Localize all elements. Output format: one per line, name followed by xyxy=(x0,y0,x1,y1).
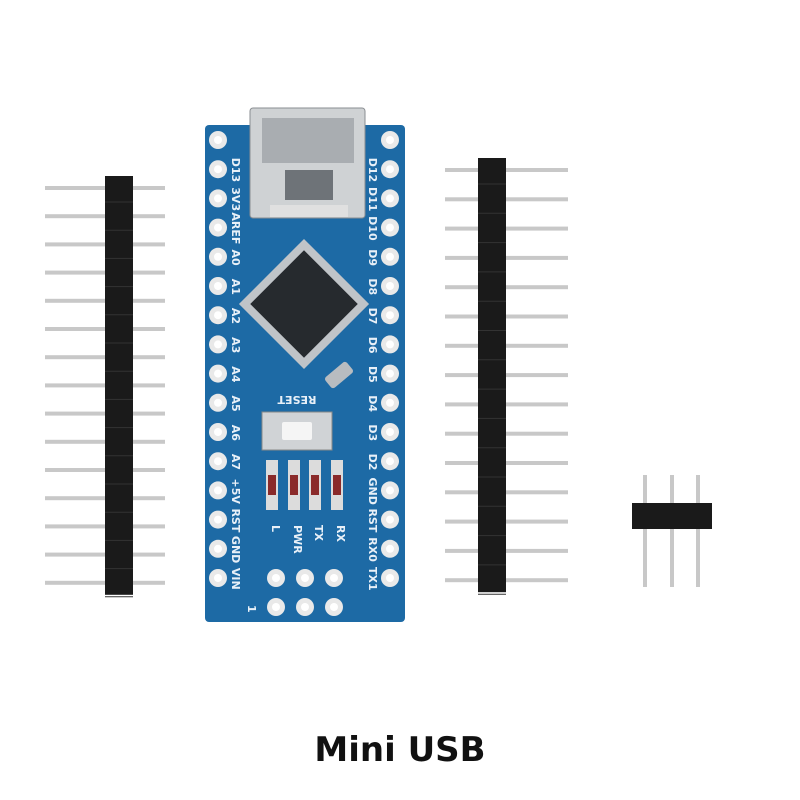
header-pin xyxy=(445,197,568,202)
header-body xyxy=(105,176,133,595)
header-pin xyxy=(445,314,568,319)
pin-label: A1 xyxy=(229,279,242,295)
pin-holes xyxy=(209,131,399,587)
pin-label: D5 xyxy=(366,366,379,383)
icsp-label: 1 xyxy=(245,605,258,613)
header-pin xyxy=(445,343,568,348)
header-pin xyxy=(445,431,568,436)
pin-label: D3 xyxy=(366,424,379,441)
header-pin xyxy=(445,578,568,583)
pin-label: D9 xyxy=(366,249,379,266)
pin-label: D10 xyxy=(366,216,379,241)
pin-label: RX0 xyxy=(366,537,379,562)
header-pin xyxy=(445,548,568,553)
header-pin xyxy=(445,285,568,290)
pin-label: +5V xyxy=(229,479,242,505)
pin-label: 3V3 xyxy=(229,187,242,211)
pin-label: GND xyxy=(366,478,379,505)
pin-label: A0 xyxy=(229,250,242,267)
header-pin xyxy=(445,373,568,378)
three-pin-header xyxy=(632,475,712,587)
header-pin xyxy=(445,461,568,465)
pin-label: A6 xyxy=(229,425,242,442)
pin-label: GND xyxy=(229,536,242,563)
pin-label: RST xyxy=(229,508,242,532)
pin-label: D11 xyxy=(366,187,379,211)
header-pin xyxy=(670,475,674,587)
pin-label: VIN xyxy=(229,568,242,590)
pin-label: D12 xyxy=(366,158,379,182)
pin-label: D4 xyxy=(366,395,379,412)
reset-label: RESET xyxy=(277,393,316,406)
pin-label: D7 xyxy=(366,308,379,325)
header-pin xyxy=(445,226,568,231)
left-pin-header xyxy=(45,176,165,598)
led-label: L xyxy=(269,525,282,532)
pin-label: A2 xyxy=(229,308,242,324)
led-label: PWR xyxy=(291,525,304,554)
header-pin xyxy=(696,475,700,587)
header-pin xyxy=(445,168,568,172)
mini-usb-connector xyxy=(249,107,366,219)
reset-button xyxy=(261,411,333,451)
header-pin xyxy=(643,475,647,587)
pin-label: D6 xyxy=(366,337,379,354)
pin-label: D13 xyxy=(229,158,242,182)
crystal xyxy=(325,361,353,389)
status-leds xyxy=(266,460,343,510)
icsp-pads xyxy=(267,569,343,616)
header-pin xyxy=(445,402,568,407)
header-pin xyxy=(445,255,568,260)
header-body xyxy=(632,503,712,529)
led-label: TX xyxy=(312,525,325,542)
pin-label: D8 xyxy=(366,278,379,295)
caption: Mini USB xyxy=(314,730,486,770)
right-pin-header xyxy=(445,158,568,595)
pin-label: A3 xyxy=(229,337,242,353)
pin-label: TX1 xyxy=(366,567,379,591)
pin-label: A7 xyxy=(229,454,242,470)
pin-label: AREF xyxy=(229,212,242,244)
header-pin xyxy=(445,519,568,524)
pin-label: A5 xyxy=(229,396,242,412)
header-pin xyxy=(445,490,568,495)
header-body xyxy=(478,158,506,593)
microcontroller-chip xyxy=(238,238,370,370)
pin-label: A4 xyxy=(229,366,242,383)
led-label: RX xyxy=(334,525,347,542)
pin-label: RST xyxy=(366,508,379,532)
pin-label: D2 xyxy=(366,454,379,471)
